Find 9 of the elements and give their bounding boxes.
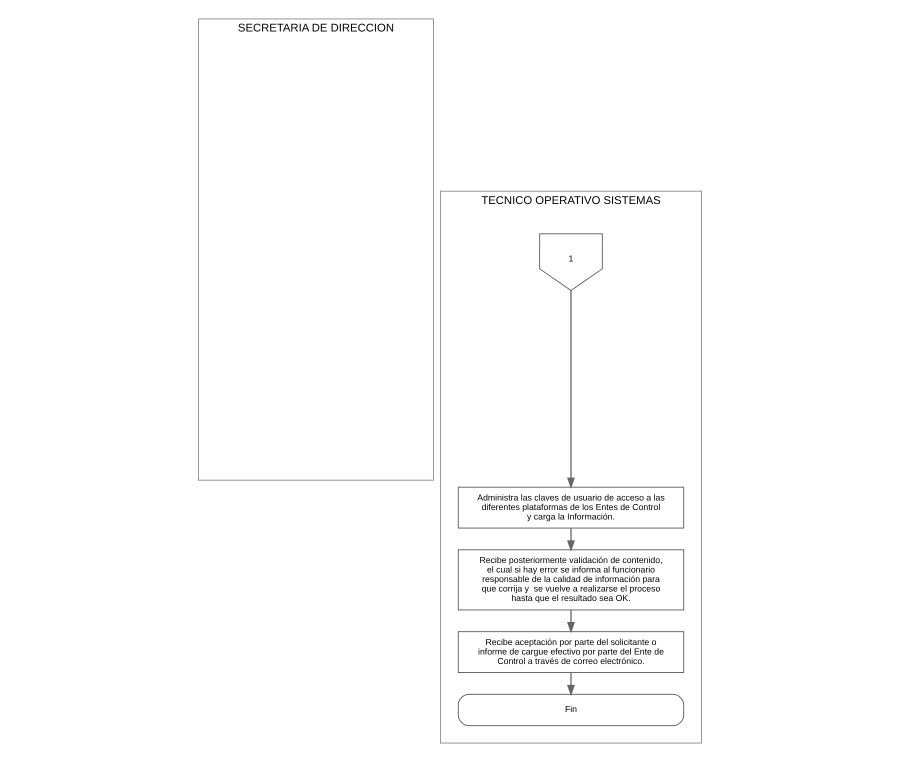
arrow [566, 290, 574, 489]
node-box: SECRETARIA DE DIRECCION [198, 18, 434, 481]
arrow [566, 610, 574, 634]
arrow [566, 672, 574, 696]
node-box: Administra las claves de usuario de acceso a las diferentes plataformas de los Entes de Control y carga la Información. [457, 486, 684, 529]
node-box: Recibe posteriormente validación de contenido, el cual si hay error se informa al funcionario responsable de la calidad de información para que corrija y se vuelve a realizarse el proceso hasta que el resultado sea OK. [457, 549, 684, 610]
node-box: Recibe aceptación por parte del solicitante o informe de cargue efectivo por parte del Ente de Control a través de correo electrónico. [457, 631, 684, 674]
arrow [566, 528, 574, 552]
node-box: Fin [457, 694, 684, 726]
